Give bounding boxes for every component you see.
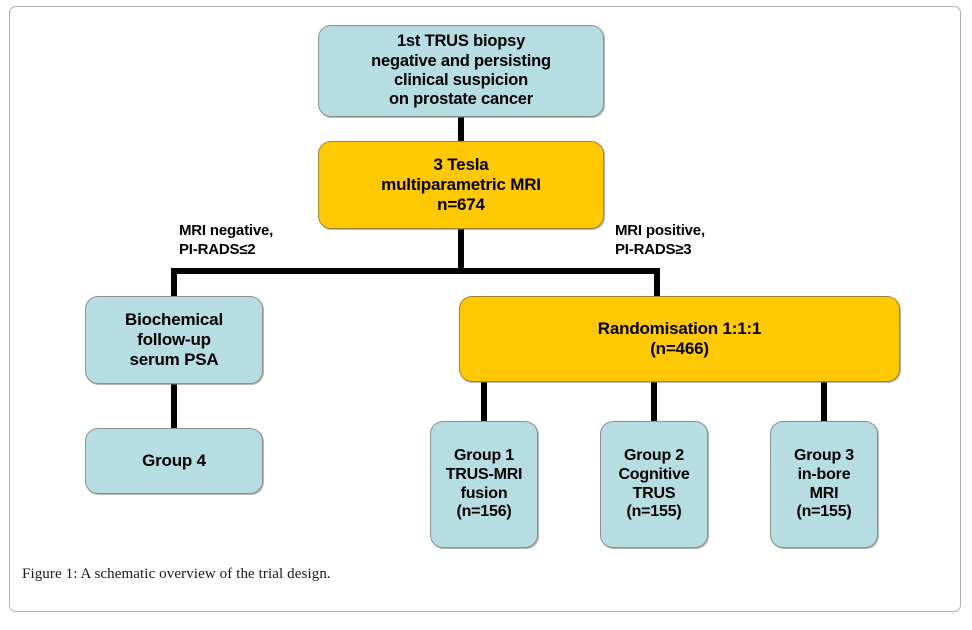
node-biochemical-followup-label: Biochemical follow-up serum PSA — [125, 309, 223, 370]
node-trus-biopsy: 1st TRUS biopsy negative and persisting … — [318, 25, 604, 117]
node-multiparametric-mri-label: 3 Tesla multiparametric MRI n=674 — [381, 154, 541, 215]
node-group-1-label: Group 1 TRUS-MRI fusion (n=156) — [445, 446, 523, 521]
node-group-1: Group 1 TRUS-MRI fusion (n=156) — [430, 421, 538, 548]
node-multiparametric-mri: 3 Tesla multiparametric MRI n=674 — [318, 141, 604, 229]
node-biochemical-followup: Biochemical follow-up serum PSA — [85, 296, 263, 384]
node-group-2-label: Group 2 Cognitive TRUS (n=155) — [618, 446, 690, 521]
node-group-3: Group 3 in-bore MRI (n=155) — [770, 421, 878, 548]
node-trus-biopsy-label: 1st TRUS biopsy negative and persisting … — [371, 32, 551, 109]
node-randomisation: Randomisation 1:1:1 (n=466) — [459, 296, 900, 382]
node-group-3-label: Group 3 in-bore MRI (n=155) — [794, 446, 854, 521]
node-group-2: Group 2 Cognitive TRUS (n=155) — [600, 421, 708, 548]
node-randomisation-label: Randomisation 1:1:1 (n=466) — [597, 318, 762, 358]
node-group-4: Group 4 — [85, 428, 263, 494]
edge-label-mri-negative: MRI negative, PI-RADS≤2 — [179, 222, 274, 258]
node-group-4-label: Group 4 — [142, 450, 206, 470]
figure-caption: Figure 1: A schematic overview of the tr… — [22, 566, 331, 582]
edge-label-mri-positive: MRI positive, PI-RADS≥3 — [615, 222, 705, 258]
